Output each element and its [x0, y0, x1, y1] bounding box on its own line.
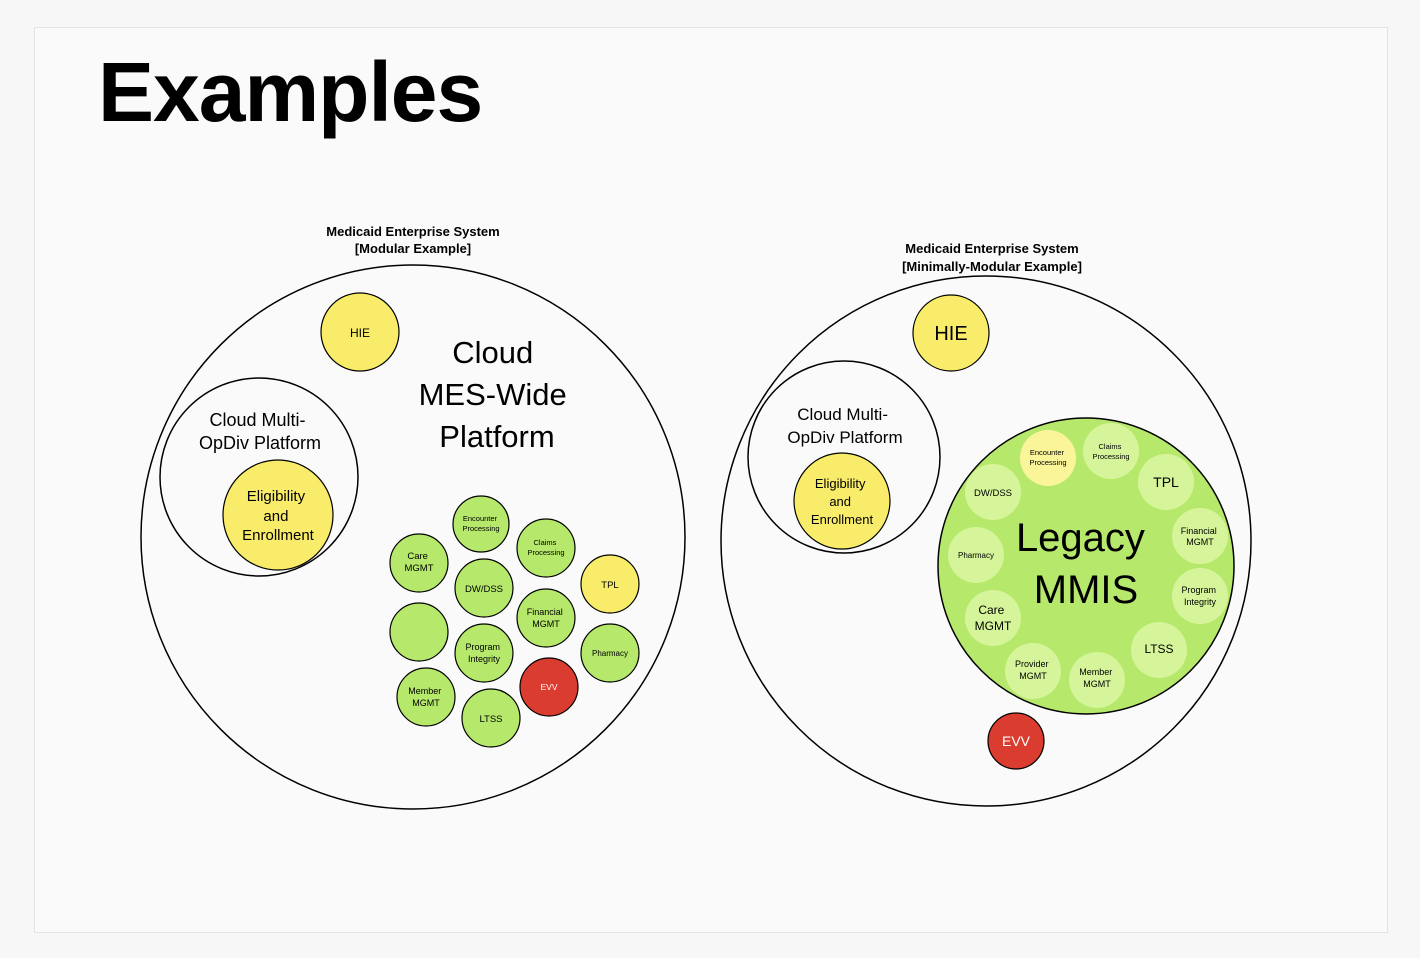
modular-encounter-label: Encounter Processing — [462, 514, 499, 533]
minimal-member-label: Member MGMT — [1079, 667, 1115, 689]
modular-caption-title: Medicaid Enterprise System — [326, 224, 499, 239]
minimal-care-label: Care MGMT — [975, 603, 1012, 633]
legacy-mmis-label: Legacy MMIS — [1016, 516, 1156, 612]
modular-multi-opdiv-circle — [159, 377, 359, 577]
minimal-program-node — [1172, 568, 1228, 624]
modular-dwdss-node — [454, 558, 514, 618]
minimal-encounter-label: Encounter Processing — [1029, 448, 1066, 467]
modular-pharmacy-label: Pharmacy — [592, 649, 628, 658]
modular-eligibility-node — [222, 459, 334, 571]
modular-multi-opdiv-label: Cloud Multi- OpDiv Platform — [199, 410, 321, 453]
minimal-eligibility-label: Eligibility and Enrollment — [811, 476, 874, 527]
minimal-multi-opdiv-label: Cloud Multi- OpDiv Platform — [787, 405, 902, 447]
modular-mes-circle — [140, 264, 686, 810]
minimal-financial-label: Financial MGMT — [1181, 526, 1220, 547]
minimal-claims-node — [1083, 423, 1139, 479]
modular-example: Medicaid Enterprise System [Modular Exam… — [140, 224, 686, 810]
cloud-mes-wide-platform-label: Cloud MES-Wide Platform — [419, 335, 576, 454]
modular-caption-subtitle: [Modular Example] — [355, 241, 471, 256]
modular-hie-node — [320, 292, 400, 372]
minimal-ltss-node — [1131, 622, 1187, 678]
minimal-hie-label: HIE — [934, 323, 967, 345]
modular-claims-label: Claims Processing — [527, 538, 564, 557]
minimal-program-label: Program Integrity — [1181, 585, 1218, 607]
minimal-multi-opdiv-circle — [747, 360, 941, 554]
minimal-care-node — [965, 590, 1021, 646]
minimal-pharmacy-label: Pharmacy — [958, 551, 994, 560]
minimal-ltss-label: LTSS — [1144, 642, 1173, 656]
minimal-mes-circle — [720, 275, 1252, 807]
minimal-provider-label: Provider MGMT — [1015, 659, 1051, 681]
minimal-member-node — [1069, 652, 1125, 708]
modular-tpl-label: TPL — [601, 580, 618, 591]
minimal-provider-node — [1005, 643, 1061, 699]
modular-hie-label: HIE — [350, 326, 370, 340]
page-title: Examples — [98, 45, 483, 139]
minimal-eligibility-node — [793, 452, 891, 550]
modular-care-node — [389, 533, 449, 593]
minimal-caption-title: Medicaid Enterprise System — [905, 241, 1078, 256]
modular-encounter-node — [452, 495, 510, 553]
modular-claims-node — [516, 518, 576, 578]
minimal-tpl-label: TPL — [1153, 474, 1179, 490]
modular-evv-label: EVV — [540, 682, 557, 692]
modular-pharmacy-node — [580, 623, 640, 683]
minimal-caption-subtitle: [Minimally-Modular Example] — [902, 259, 1082, 274]
modular-program-label: Program Integrity — [465, 642, 502, 664]
modular-member-node — [396, 667, 456, 727]
modular-member-label: Member MGMT — [408, 686, 444, 708]
minimal-evv-node — [987, 712, 1045, 770]
modular-ltss-node — [461, 688, 521, 748]
minimal-pharmacy-node — [948, 527, 1004, 583]
minimal-financial-node — [1172, 508, 1228, 564]
minimal-encounter-node — [1020, 430, 1076, 486]
minimal-example: Medicaid Enterprise System [Minimally-Mo… — [720, 241, 1252, 807]
minimal-evv-label: EVV — [1002, 733, 1031, 749]
modular-care-label: Care MGMT — [404, 551, 433, 574]
minimal-dwdss-label: DW/DSS — [974, 488, 1012, 499]
modular-unlabeled-node — [389, 602, 449, 662]
modular-tpl-node — [580, 554, 640, 614]
modular-ltss-label: LTSS — [479, 714, 502, 725]
modular-financial-node — [516, 588, 576, 648]
modular-financial-label: Financial MGMT — [527, 607, 566, 629]
modular-program-node — [454, 623, 514, 683]
modular-eligibility-label: Eligibility and Enrollment — [242, 488, 315, 544]
minimal-hie-node — [912, 294, 990, 372]
minimal-claims-label: Claims Processing — [1092, 442, 1129, 461]
minimal-dwdss-node — [965, 464, 1021, 520]
modular-dwdss-label: DW/DSS — [465, 584, 503, 595]
modular-evv-node — [519, 657, 579, 717]
minimal-tpl-node — [1138, 454, 1194, 510]
